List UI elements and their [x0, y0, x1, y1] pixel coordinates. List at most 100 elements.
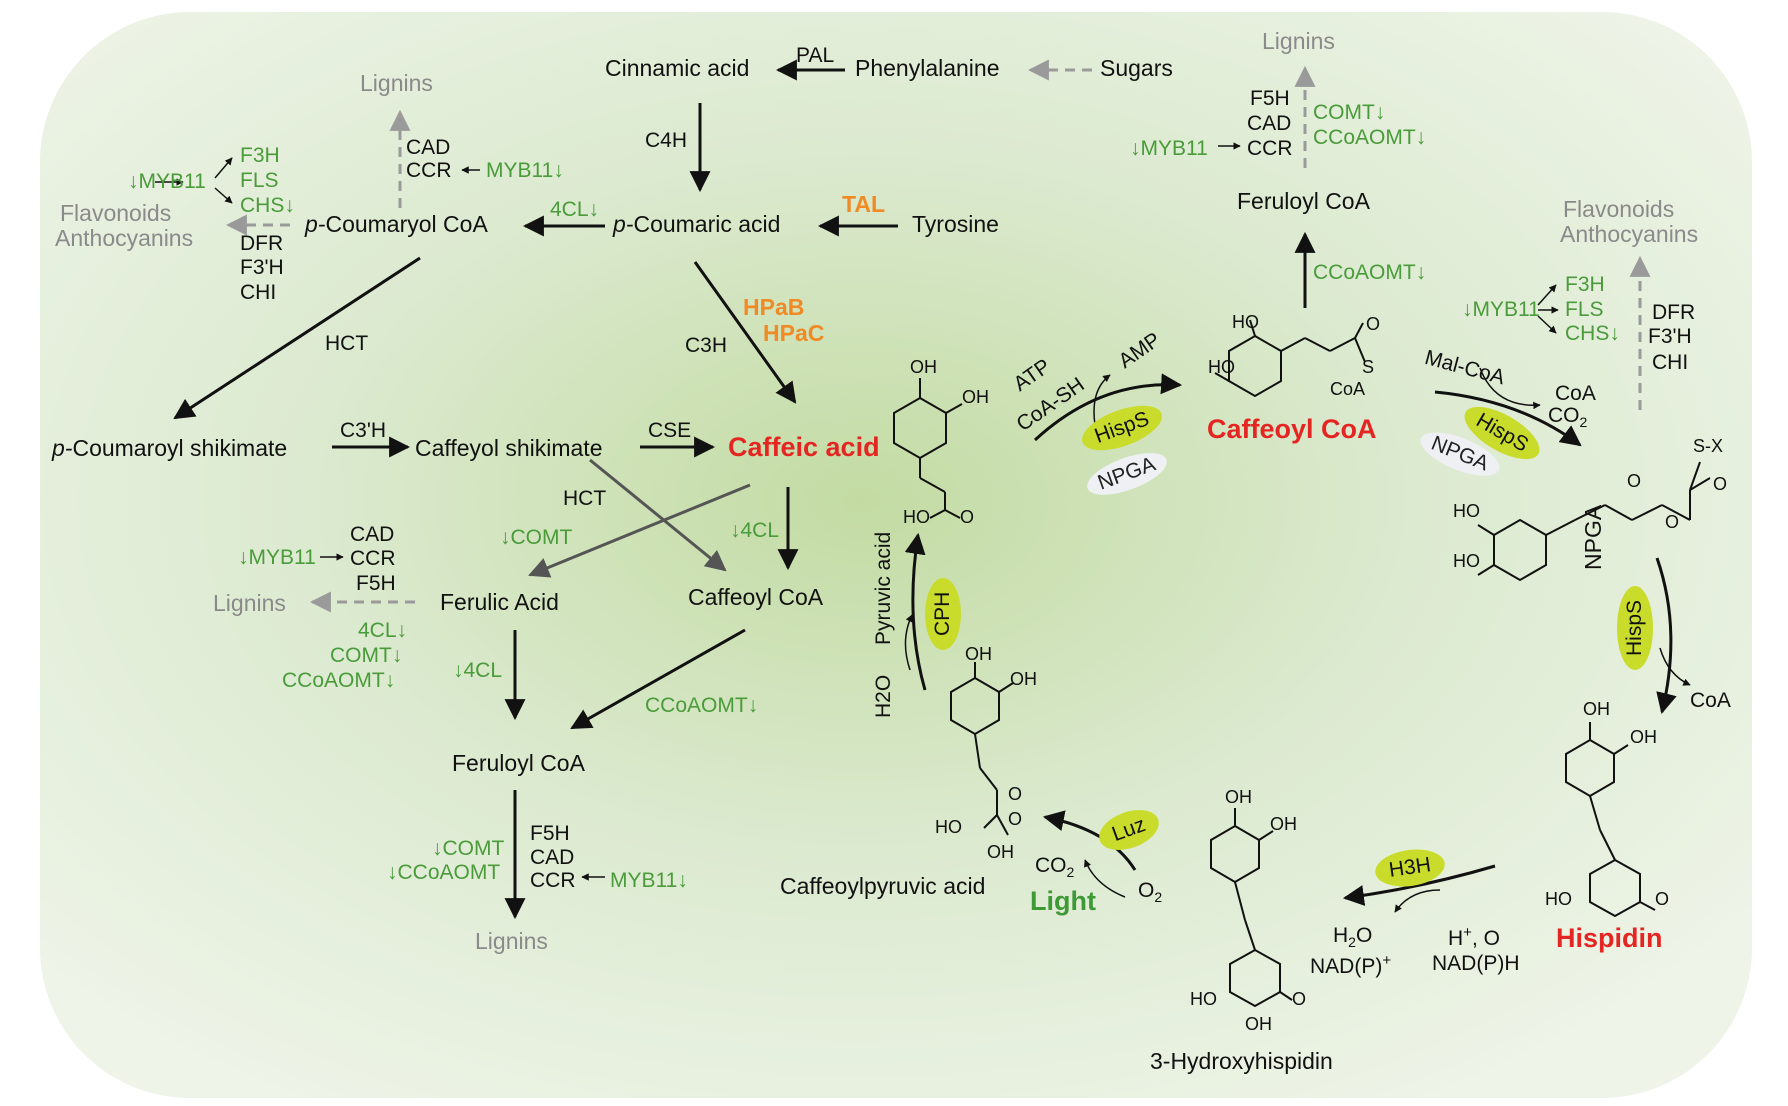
o-label: O: [1355, 924, 1373, 947]
4cl-label: 4CL: [740, 519, 780, 542]
arrow-myb-f3h: [214, 157, 233, 179]
chs-right: CHS↓: [1565, 323, 1620, 344]
h2o-label: H2O: [872, 674, 895, 718]
ccr-bottom: CCR: [530, 869, 576, 892]
down-arrow-glyph: ↓: [387, 861, 398, 884]
chi-right: CHI: [1652, 351, 1689, 374]
tyrosine: Tyrosine: [912, 211, 999, 237]
coumaric-name: Coumaric acid: [633, 211, 781, 237]
npga-3-label: NPGA: [1580, 504, 1606, 570]
ccoaomt-label: CCoAOMT: [645, 694, 748, 717]
feruloyl-coa-bottom: Feruloyl CoA: [452, 750, 585, 776]
enzyme-hpac: HPaC: [763, 320, 825, 346]
down-arrow-glyph: ↓: [1415, 126, 1427, 149]
atom-oh-hh2: OH: [1270, 814, 1297, 834]
arrow-ccoaomt-mid: [570, 628, 746, 730]
enzyme-hpab: HPaB: [743, 294, 805, 320]
enzyme-pal: PAL: [796, 44, 835, 67]
down-arrow-glyph: ↓: [500, 526, 511, 549]
p-coumaric-acid: p-Coumaric acid: [613, 213, 780, 236]
nadp-sup: +: [1382, 952, 1392, 969]
caffeoyl-coa-structure: [1214, 319, 1366, 398]
chs-label: CHS: [240, 194, 285, 217]
atom-s: S: [1362, 357, 1375, 377]
flavonoids-left: Flavonoids: [60, 200, 172, 226]
cofactor-co2-2: CO2: [1035, 855, 1074, 879]
ccr-top-right: CCR: [1247, 137, 1293, 160]
arrow-comt-mid: [528, 483, 751, 578]
caffeic-acid: Caffeic acid: [728, 432, 880, 462]
down-arrow-glyph: ↓: [384, 669, 396, 692]
p-coumaryol-coa: p-Coumaryol CoA: [305, 213, 488, 236]
comt-mid-left: COMT↓: [330, 645, 402, 666]
atom-oh-h1: OH: [1583, 699, 1610, 719]
dfr-right: DFR: [1652, 301, 1696, 324]
hydroxyhispidin: 3-Hydroxyhispidin: [1150, 1048, 1333, 1074]
comt-label: COMT: [442, 837, 505, 860]
caffeoylpyruvic-structure: [950, 662, 1014, 836]
cad-bottom: CAD: [530, 846, 575, 869]
caffeoyl-coa-mid: Caffeoyl CoA: [688, 584, 824, 610]
enzyme-npga-3: NPGA: [1580, 504, 1606, 570]
atom-oh-hh3: OH: [1245, 1014, 1272, 1034]
cofactor-nadph: NAD(P)H: [1432, 952, 1520, 975]
down-arrow-glyph: ↓: [588, 198, 600, 221]
lignins-bottom: Lignins: [475, 928, 548, 954]
h-label: H: [1333, 924, 1349, 947]
atom-s-x: S-X: [1693, 436, 1724, 456]
enzyme-ccoaomt-mid: CCoAOMT↓: [645, 695, 758, 716]
down-arrow-glyph: ↓: [747, 694, 759, 717]
atom-o-hh: O: [1292, 989, 1307, 1009]
f3h-right: F3H: [1565, 273, 1605, 296]
enzyme-c4h: C4H: [645, 129, 688, 152]
arrow-cph: [904, 532, 927, 691]
arrow-h3h: [1342, 864, 1496, 906]
co2-sub: 2: [1066, 864, 1075, 881]
comt-bottom: ↓COMT: [432, 838, 504, 859]
atom-oh-ca1: OH: [910, 357, 937, 377]
ccr-top-left: CCR: [406, 159, 452, 182]
o-label: , O: [1471, 927, 1500, 950]
atom-o-2: O: [1627, 471, 1642, 491]
arrow-co2-release: [1084, 859, 1126, 898]
enzyme-cse: CSE: [648, 419, 692, 442]
atom-coa: CoA: [1330, 379, 1366, 399]
ccoaomt-label: CCoAOMT: [282, 669, 385, 692]
down-arrow-glyph: ↓: [553, 159, 564, 182]
h2o-sub: 2: [1348, 934, 1356, 951]
enzyme-tal: TAL: [842, 191, 886, 217]
cofactor-pyruvic: Pyruvic acid: [872, 532, 895, 645]
arrow-hisps-2: [1434, 390, 1582, 447]
atom-oh-cp1: OH: [965, 644, 992, 664]
arrow-amp-release: [1093, 374, 1111, 426]
feruloyl-coa-top: Feruloyl CoA: [1237, 188, 1370, 214]
arrow-coa-release: [1479, 367, 1541, 410]
enzyme-4cl-top: 4CL↓: [550, 199, 599, 220]
enzyme-hct-2: HCT: [563, 487, 607, 510]
arrow-coa-release-2: [1659, 647, 1691, 686]
p-prefix: p-: [305, 211, 326, 237]
atom-oh-ca2: OH: [962, 387, 989, 407]
flavonoids-right: Flavonoids: [1563, 196, 1675, 222]
cofactor-o2: O2: [1138, 880, 1162, 904]
myb11-label: MYB11: [610, 869, 678, 892]
down-arrow-glyph: ↓: [284, 194, 295, 217]
arrow-h2o-release: [1394, 889, 1441, 913]
down-arrow-glyph: ↓: [677, 869, 688, 892]
ccoaomt-top-right: CCoAOMT↓: [1313, 127, 1426, 148]
f3h-prime-right: F3'H: [1648, 325, 1692, 348]
hispidin: Hispidin: [1556, 923, 1663, 953]
4cl-mid-left: 4CL↓: [358, 620, 407, 641]
enzyme-4cl-left: ↓4CL: [453, 660, 502, 681]
light: Light: [1030, 886, 1096, 916]
coumaroyl-shikimate-name: Coumaroyl shikimate: [72, 435, 288, 461]
background-panel: [40, 12, 1752, 1098]
atom-oh-cp2: OH: [1010, 669, 1037, 689]
h-label: H: [1448, 927, 1464, 950]
comt-label: COMT: [330, 644, 392, 667]
hispidin-structure: [1565, 722, 1656, 918]
atom-o: O: [1366, 314, 1381, 334]
diketide-structure: [1477, 461, 1711, 582]
